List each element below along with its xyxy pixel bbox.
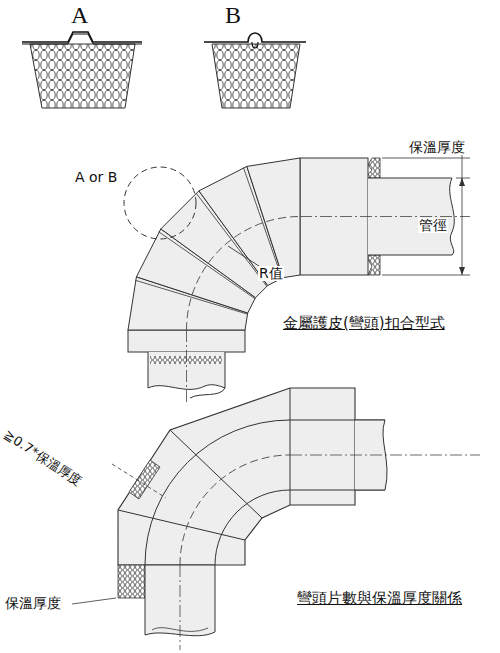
drawing-stroke	[22, 34, 142, 44]
drawing-stroke	[300, 216, 470, 217]
drawing-stroke	[196, 193, 267, 286]
detail-callout: A or B	[74, 170, 118, 185]
drawing-stroke	[30, 44, 135, 108]
drawing-stroke	[382, 275, 470, 276]
drawing-stroke	[247, 158, 300, 278]
drawing-stroke	[124, 167, 196, 239]
drawing-stroke	[228, 246, 262, 268]
figure-caption: 金屬護皮(彎頭)扣合型式	[282, 315, 446, 332]
detail-b	[204, 33, 306, 108]
drawing-stroke	[118, 565, 145, 598]
drawing-stroke	[190, 388, 225, 398]
dimension-label: 保溫厚度	[4, 596, 62, 611]
mitered-elbow	[72, 388, 480, 650]
drawing-stroke	[180, 455, 290, 565]
drawing-stroke	[118, 388, 355, 565]
drawing-stroke	[382, 158, 470, 159]
drawing-stroke	[243, 168, 281, 278]
drawing-stroke	[112, 464, 166, 498]
drawing-stroke	[150, 356, 222, 364]
gored-elbow	[124, 158, 470, 405]
drawing-stroke	[204, 33, 306, 42]
drawing-stroke	[159, 232, 255, 299]
detail-letter: B	[224, 2, 242, 28]
drawing-stroke	[212, 44, 300, 108]
drawing-stroke	[170, 430, 262, 518]
drawing-stroke	[462, 178, 463, 275]
drawing-stroke	[128, 158, 300, 330]
drawing-stroke	[180, 565, 181, 650]
detail-letter: A	[70, 2, 89, 28]
dimension-lines	[382, 152, 470, 275]
drawing-stroke	[135, 280, 247, 314]
drawing-stroke	[215, 490, 385, 565]
dimension-note: ≧0.7*保溫厚度	[0, 427, 85, 489]
dimension-label: 保溫厚度	[408, 140, 466, 155]
drawing-stroke	[129, 460, 160, 499]
drawing-stroke	[186, 330, 187, 405]
drawing-stroke	[456, 178, 470, 179]
drawing-stroke	[462, 152, 463, 182]
drawing-stroke	[290, 455, 480, 456]
detail-a	[22, 32, 142, 108]
figure-caption: 彎頭片數與保溫厚度關係	[296, 590, 463, 607]
radius-label: R值	[258, 266, 284, 281]
dimension-label: 管徑	[418, 218, 448, 233]
drawing-stroke	[290, 388, 291, 505]
drawing-stroke	[252, 42, 258, 48]
drawing-stroke	[72, 598, 116, 604]
drawing-stroke	[187, 217, 301, 331]
drawing-stroke	[145, 420, 385, 565]
drawing-stroke	[459, 178, 465, 275]
